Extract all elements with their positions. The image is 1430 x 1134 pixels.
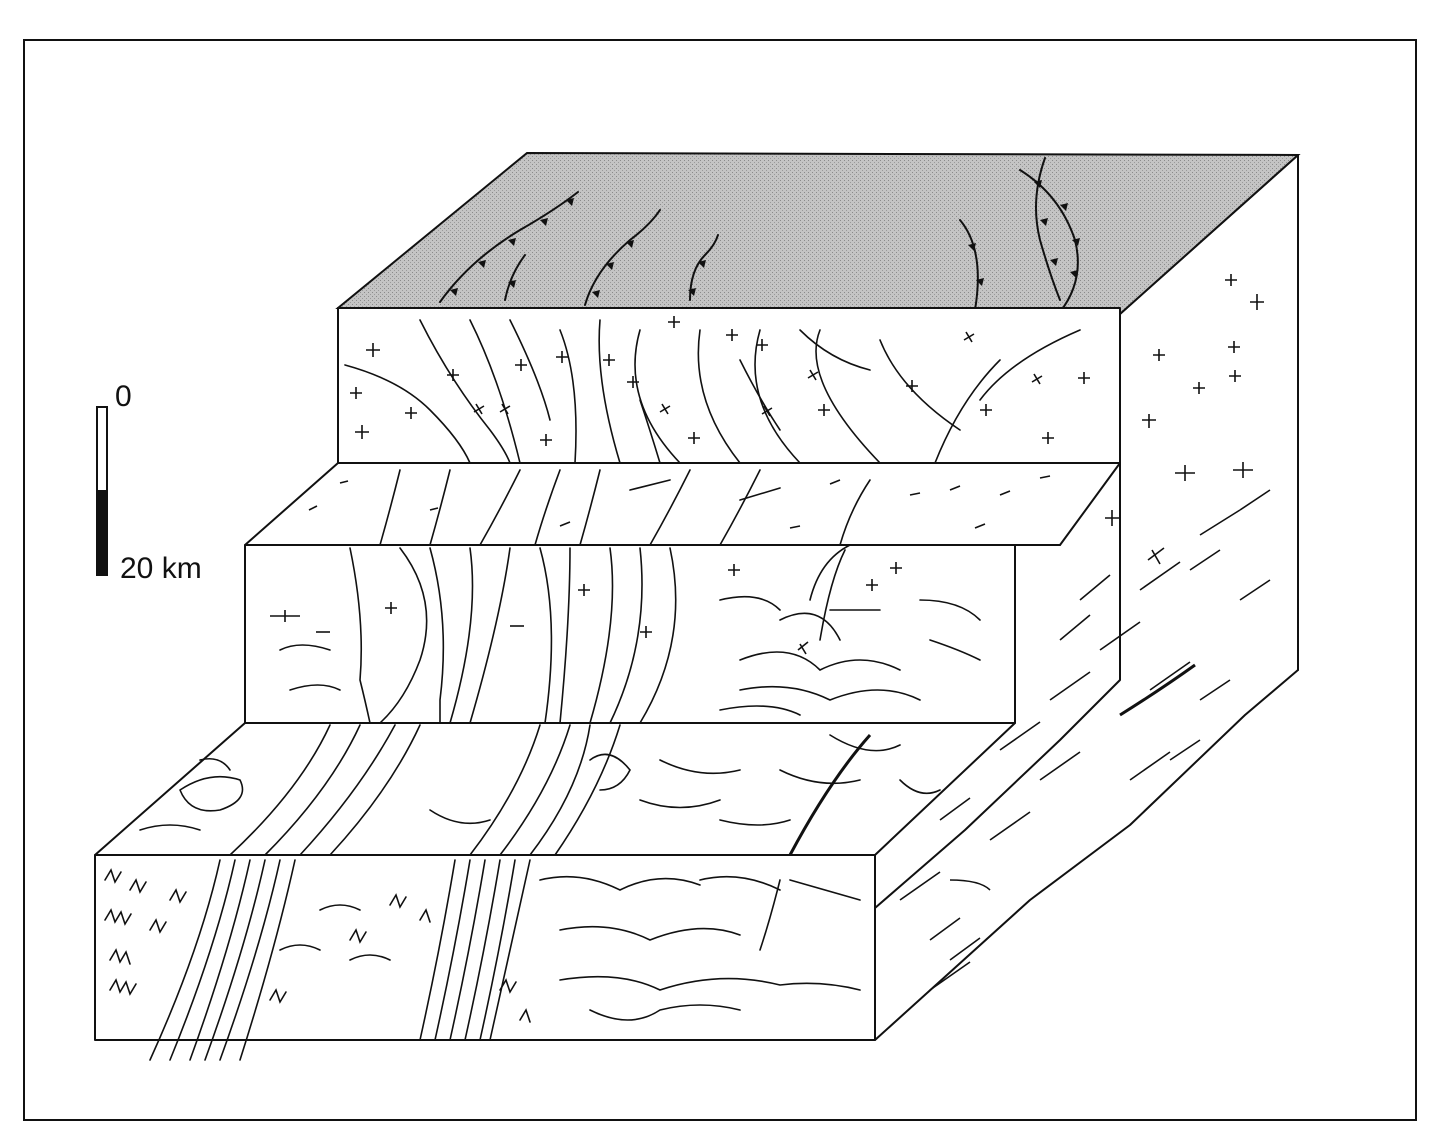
tier-3-top [94, 663, 1196, 856]
top-surface [335, 151, 1301, 329]
tier-4 [94, 854, 876, 1061]
scale-bar-lower-segment [96, 490, 108, 576]
tier-1 [337, 307, 1121, 464]
figure-frame [23, 39, 1417, 1121]
scale-bar-bottom-label: 20 km [120, 552, 202, 585]
scale-bar: 0 20 km [96, 380, 202, 585]
scale-bar-top-label: 0 [115, 380, 132, 413]
right-face-markings [899, 274, 1271, 991]
tier-2 [244, 544, 1061, 724]
thrust-faults [439, 157, 1080, 313]
scale-bar-upper-segment [96, 406, 108, 492]
right-side-face [874, 154, 1299, 1041]
tier-2-top [244, 462, 1121, 546]
